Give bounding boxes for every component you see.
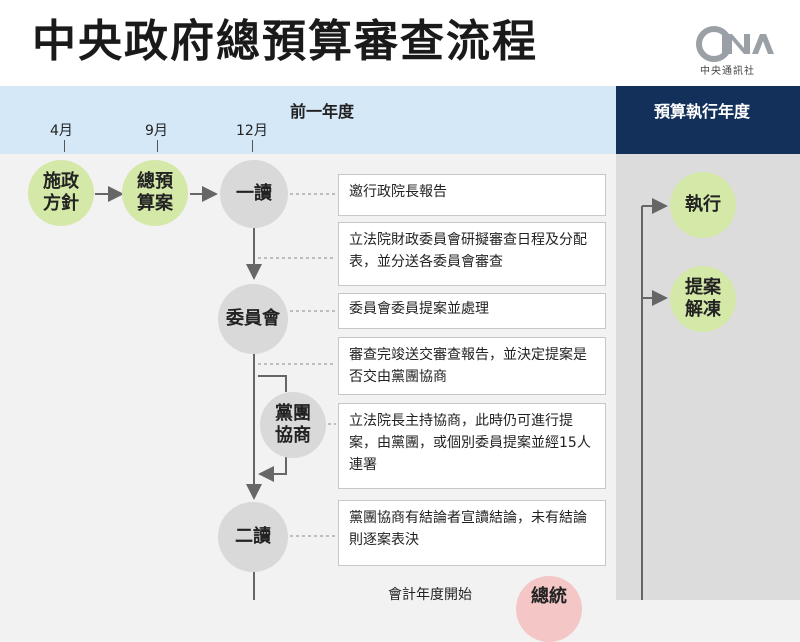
tick-december	[252, 140, 253, 152]
prev-year-band: 前一年度 4月 9月 12月	[0, 86, 616, 154]
detail-text-3: 委員會委員提案並處理	[349, 301, 489, 317]
detail-box-1: 邀行政院長報告	[338, 174, 606, 216]
step-policy: 施政 方針	[28, 160, 94, 226]
exec-step-unfreeze-label: 提案 解凍	[685, 277, 721, 320]
step-committee-label: 委員會	[226, 308, 280, 329]
detail-text-1: 邀行政院長報告	[349, 184, 447, 200]
month-april: 4月	[50, 123, 73, 139]
exec-year-label: 預算執行年度	[654, 102, 751, 121]
tick-september	[157, 140, 158, 152]
step-caucus-label: 黨團 協商	[275, 403, 311, 446]
step-budget: 總預 算案	[122, 160, 188, 226]
detail-box-4: 審查完竣送交審查報告，並決定提案是否交由黨團協商	[338, 337, 606, 395]
step-committee: 委員會	[218, 284, 288, 354]
detail-text-4: 審查完竣送交審查報告，並決定提案是否交由黨團協商	[349, 347, 587, 385]
step-second-reading: 二讀	[218, 502, 288, 572]
exec-year-band: 預算執行年度	[616, 86, 800, 154]
exec-step-unfreeze: 提案 解凍	[670, 266, 736, 332]
logo-subtitle: 中央通訊社	[700, 66, 755, 77]
detail-text-2: 立法院財政委員會研擬審查日程及分配表，並分送各委員會審查	[349, 232, 587, 270]
detail-box-3: 委員會委員提案並處理	[338, 293, 606, 329]
step-policy-label: 施政 方針	[43, 171, 79, 214]
prev-year-label: 前一年度	[290, 102, 355, 121]
title-bar: 中央政府總預算審查流程 中央通訊社	[0, 0, 800, 86]
page-title: 中央政府總預算審查流程	[32, 16, 538, 67]
detail-text-5: 立法院長主持協商，此時仍可進行提案，由黨團，或個別委員提案並經15人連署	[349, 413, 591, 473]
exec-step-execute: 執行	[670, 172, 736, 238]
month-september: 9月	[145, 123, 168, 139]
step-first-reading: 一讀	[220, 160, 288, 228]
month-december: 12月	[236, 123, 268, 139]
step-caucus: 黨團 協商	[260, 392, 326, 458]
step-president-partial: 總統	[516, 576, 582, 642]
detail-box-6: 黨團協商有結論者宣讀結論，未有結論則逐案表決	[338, 500, 606, 566]
step-budget-label: 總預 算案	[137, 171, 173, 214]
detail-text-6: 黨團協商有結論者宣讀結論，未有結論則逐案表決	[349, 510, 587, 548]
step-second-reading-label: 二讀	[235, 526, 271, 547]
detail-box-2: 立法院財政委員會研擬審查日程及分配表，並分送各委員會審查	[338, 222, 606, 286]
fiscal-year-start-note: 會計年度開始	[388, 587, 472, 603]
step-president-label: 總統	[531, 586, 567, 607]
cna-logo-icon	[696, 26, 774, 62]
detail-box-5: 立法院長主持協商，此時仍可進行提案，由黨團，或個別委員提案並經15人連署	[338, 403, 606, 489]
tick-april	[64, 140, 65, 152]
step-first-reading-label: 一讀	[236, 183, 272, 204]
exec-step-execute-label: 執行	[685, 194, 721, 215]
